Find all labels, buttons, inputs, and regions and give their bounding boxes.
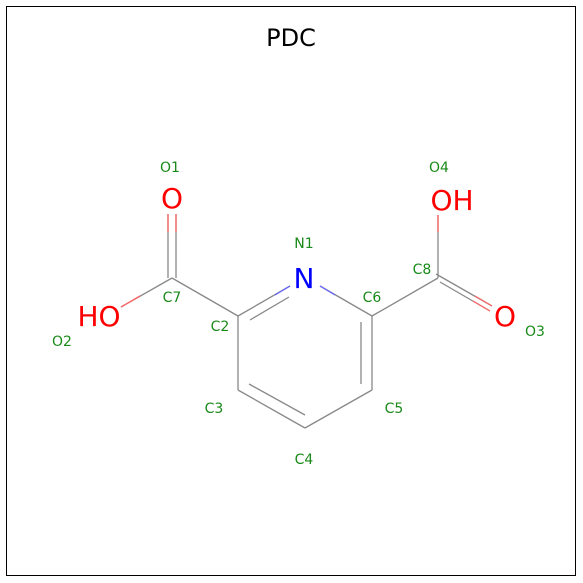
bond-c2-c7 — [171, 277, 239, 317]
atom-o4-symbol: OH — [430, 184, 473, 217]
atom-id-c8: C8 — [413, 262, 432, 278]
bond-n1-end-left — [274, 285, 291, 296]
bond-o3-end-a — [474, 295, 493, 307]
atom-id-c4: C4 — [295, 452, 314, 468]
atom-id-n1: N1 — [294, 236, 313, 252]
atom-id-o4: O4 — [429, 160, 449, 176]
bond-highlights — [120, 214, 493, 312]
bond-o3-end-b — [472, 300, 491, 312]
atom-id-c2: C2 — [211, 319, 230, 335]
atom-id-o3: O3 — [525, 324, 545, 340]
atom-o2-symbol: HO — [77, 300, 120, 333]
bond-c2-n1-inner — [249, 296, 290, 321]
atom-id-o1: O1 — [160, 160, 180, 176]
bond-c4-c3 — [237, 389, 306, 429]
atom-o1-symbol: O — [161, 182, 183, 215]
bond-n1-end-right — [319, 285, 336, 296]
atom-id-c6: C6 — [363, 290, 382, 306]
atom-id-c5: C5 — [385, 401, 404, 417]
atom-n1-symbol: N — [294, 262, 315, 295]
bond-c6-c8 — [371, 277, 439, 317]
atom-id-c7: C7 — [163, 290, 182, 306]
atom-o3-symbol: O — [494, 300, 516, 333]
bond-c5-c4 — [304, 389, 373, 429]
atom-id-o2: O2 — [52, 334, 72, 350]
diagram-title: PDC — [266, 24, 316, 52]
diagram-frame — [6, 6, 576, 576]
bond-o2-end — [120, 295, 141, 308]
atom-id-c3: C3 — [205, 401, 224, 417]
bond-c4-c3-inner — [248, 383, 306, 416]
